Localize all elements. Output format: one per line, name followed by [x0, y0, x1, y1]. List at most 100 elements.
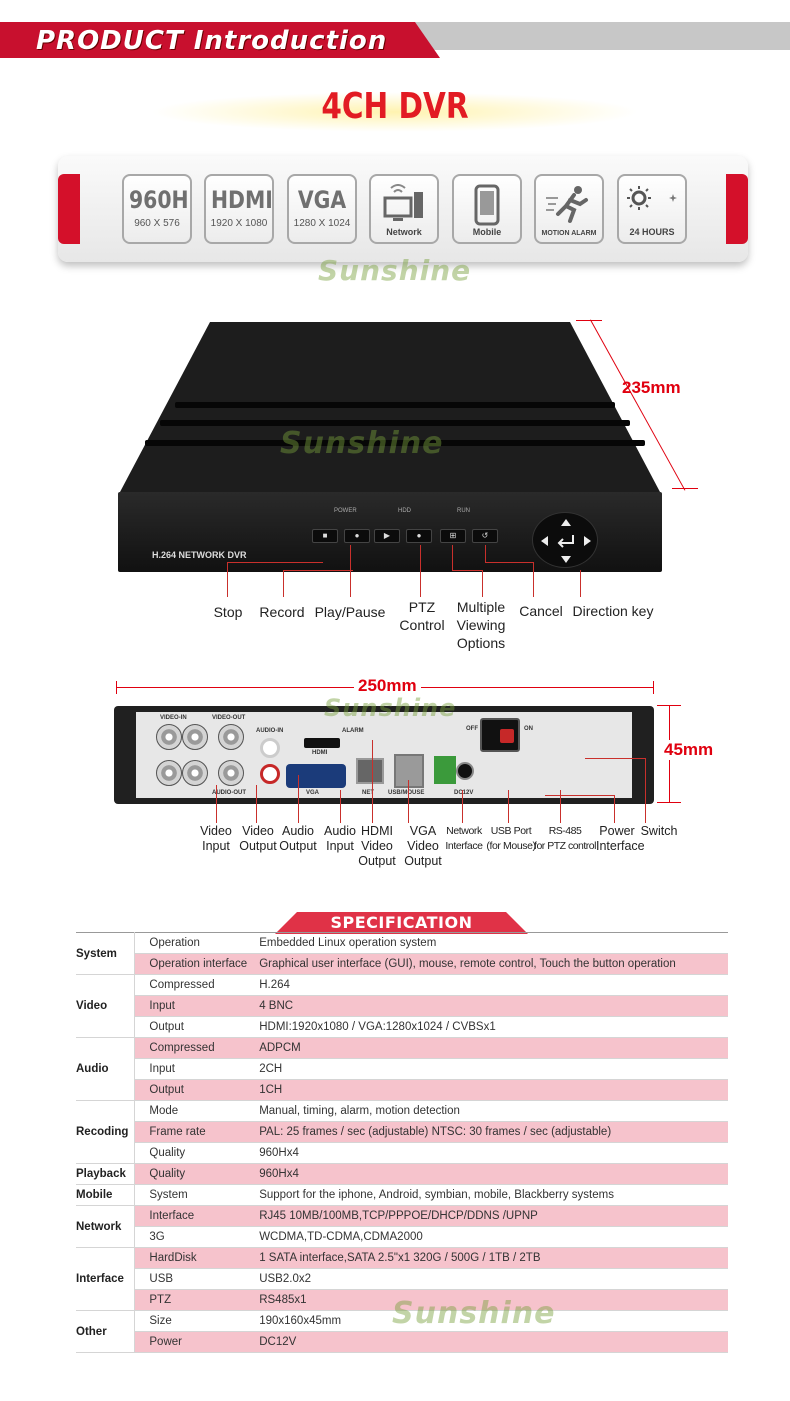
callout-line: [372, 740, 373, 823]
dvr-back-panel: VIDEO-IN VIDEO-OUT AUDIO-IN AUDIO-OUT HD…: [114, 706, 654, 804]
record-button[interactable]: ●: [344, 529, 370, 543]
feature-hdmi: HDMI 1920 X 1080: [204, 174, 274, 244]
net-label: NET: [362, 790, 374, 796]
label-line: Audio: [324, 824, 356, 838]
rj45-port[interactable]: [356, 758, 384, 784]
watermark-4: Sunshine: [392, 1296, 556, 1331]
feature-mobile: Mobile: [452, 174, 522, 244]
spec-value: HDMI:1920x1080 / VGA:1280x1024 / CVBSx1: [253, 1016, 728, 1038]
alarm-label: ALARM: [342, 728, 364, 734]
spec-value: 960Hx4: [253, 1163, 728, 1185]
spec-section: Network: [76, 1205, 136, 1248]
audio-out-label: AUDIO-OUT: [212, 790, 246, 796]
vga-port[interactable]: [286, 764, 346, 788]
label-audio-input: Audio Input: [318, 824, 362, 854]
sun-moon-icon: [627, 186, 677, 222]
play-pause-button[interactable]: ▶: [374, 529, 400, 543]
label-line: Network: [446, 825, 482, 837]
bnc-video-in-2[interactable]: [182, 724, 208, 750]
spec-key: Output: [134, 1016, 254, 1038]
height-tick-bottom: [657, 802, 681, 803]
spec-value: Embedded Linux operation system: [253, 932, 728, 954]
stop-button[interactable]: ■: [312, 529, 338, 543]
dc-power-jack[interactable]: [456, 762, 474, 780]
cancel-button[interactable]: ↺: [472, 529, 498, 543]
dvr-front-panel: POWER HDD RUN ■ ● ▶ ● ⊞ ↺ H.264 NETWORK …: [118, 492, 662, 572]
rs485-terminal[interactable]: [434, 756, 456, 784]
top-banner: PRODUCT Introduction: [0, 0, 790, 60]
label-power-interface: Power Interface: [596, 824, 645, 854]
bnc-video-in-4[interactable]: [182, 760, 208, 786]
callout-line: [256, 785, 257, 823]
dvr-top-cover: [120, 322, 660, 492]
callout-line: [227, 562, 228, 597]
led-run-label: RUN: [457, 508, 470, 514]
watermark-2: Sunshine: [280, 426, 444, 461]
label-line: Power: [599, 824, 635, 838]
label-line: Output: [279, 839, 317, 853]
spec-value: 2CH: [253, 1058, 728, 1080]
spec-value: PAL: 25 frames / sec (adjustable) NTSC: …: [253, 1121, 728, 1143]
spec-key: Compressed: [134, 1037, 254, 1059]
spec-value: 4 BNC: [253, 995, 728, 1017]
rca-audio-in-red[interactable]: [260, 764, 280, 784]
direction-pad[interactable]: [532, 512, 598, 568]
label-line: Viewing: [456, 617, 506, 633]
spec-section: Mobile: [76, 1184, 136, 1206]
spec-value: 1 SATA interface,SATA 2.5"x1 320G / 500G…: [253, 1247, 728, 1269]
spec-key: Compressed: [134, 974, 254, 996]
width-tick-right: [653, 681, 654, 694]
bnc-video-in-3[interactable]: [156, 760, 182, 786]
label-line: for PTZ control: [534, 840, 596, 852]
label-network-interface: Network Interface: [442, 824, 486, 854]
label-multiple-viewing: Multiple Viewing Options: [448, 598, 514, 652]
rca-audio-in-white[interactable]: [260, 738, 280, 758]
callout-line: [298, 775, 299, 823]
hdmi-port[interactable]: [304, 738, 340, 748]
label-line: Output: [358, 854, 396, 868]
switch-rocker: [500, 729, 514, 743]
label-line: Video: [242, 824, 274, 838]
power-switch[interactable]: [480, 718, 520, 752]
multi-view-button[interactable]: ⊞: [440, 529, 466, 543]
feature-vga-resolution: 1280 X 1024: [293, 218, 351, 229]
usb-ports[interactable]: [394, 754, 424, 788]
spec-key: 3G: [134, 1226, 254, 1248]
callout-line: [485, 562, 533, 563]
spec-value: DC12V: [253, 1331, 728, 1353]
feature-960h-title: 960H: [128, 186, 189, 214]
network-icon: [383, 184, 423, 221]
audio-in-label: AUDIO-IN: [256, 728, 284, 734]
feature-bar: 960H 960 X 576 HDMI 1920 X 1080 VGA 1280…: [58, 156, 748, 262]
label-line: Multiple: [456, 599, 506, 615]
watermark-3: Sunshine: [324, 694, 457, 722]
callout-line: [216, 785, 217, 823]
label-line: Options: [456, 635, 506, 651]
bnc-video-in-1[interactable]: [156, 724, 182, 750]
label-switch: Switch: [640, 824, 678, 838]
callout-line: [508, 790, 509, 823]
spec-section: Recoding: [76, 1100, 136, 1164]
label-video-output: Video Output: [236, 824, 280, 854]
label-line: Video: [361, 839, 393, 853]
label-play-pause: Play/Pause: [314, 604, 386, 620]
feature-24-hours-label: 24 HOURS: [629, 227, 675, 237]
ptz-button[interactable]: ●: [406, 529, 432, 543]
bnc-video-out[interactable]: [218, 724, 244, 750]
spec-key: Power: [134, 1331, 254, 1353]
bnc-audio-out[interactable]: [218, 760, 244, 786]
spec-value: Graphical user interface (GUI), mouse, r…: [253, 953, 728, 975]
hdmi-label: HDMI: [312, 750, 328, 756]
spec-key: Interface: [134, 1205, 254, 1227]
spec-key: PTZ: [134, 1289, 254, 1311]
label-ptz-control: PTZ Control: [394, 598, 450, 634]
spec-section: Video: [76, 974, 136, 1038]
